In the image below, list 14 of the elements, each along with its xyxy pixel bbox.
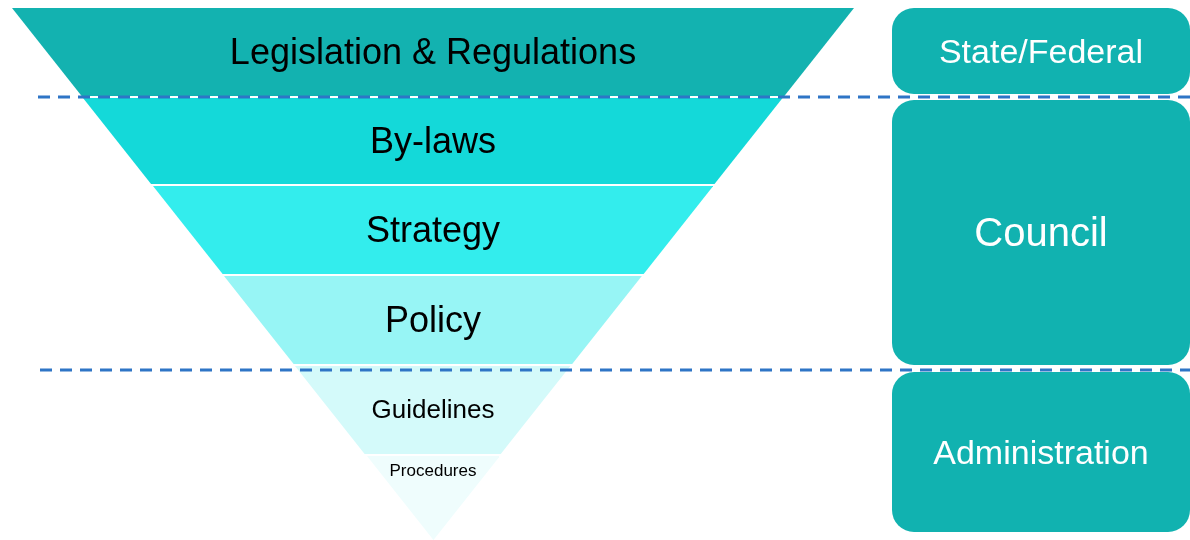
tier-label: By-laws [368, 119, 497, 163]
tier-label: Guidelines [370, 394, 496, 426]
pyramid-tier [224, 276, 642, 364]
level-box: State/Federal [892, 8, 1190, 94]
pyramid-tier [83, 98, 783, 184]
pyramid-tier [295, 366, 571, 454]
tier-label: Policy [383, 298, 482, 342]
pyramid-tier [152, 186, 714, 274]
tier-label: Procedures [388, 460, 478, 482]
level-box: Administration [892, 372, 1190, 532]
level-box: Council [892, 100, 1190, 365]
pyramid-tier [12, 8, 854, 96]
tier-label: Strategy [364, 208, 502, 252]
tier-label: Legislation & Regulations [228, 30, 638, 74]
